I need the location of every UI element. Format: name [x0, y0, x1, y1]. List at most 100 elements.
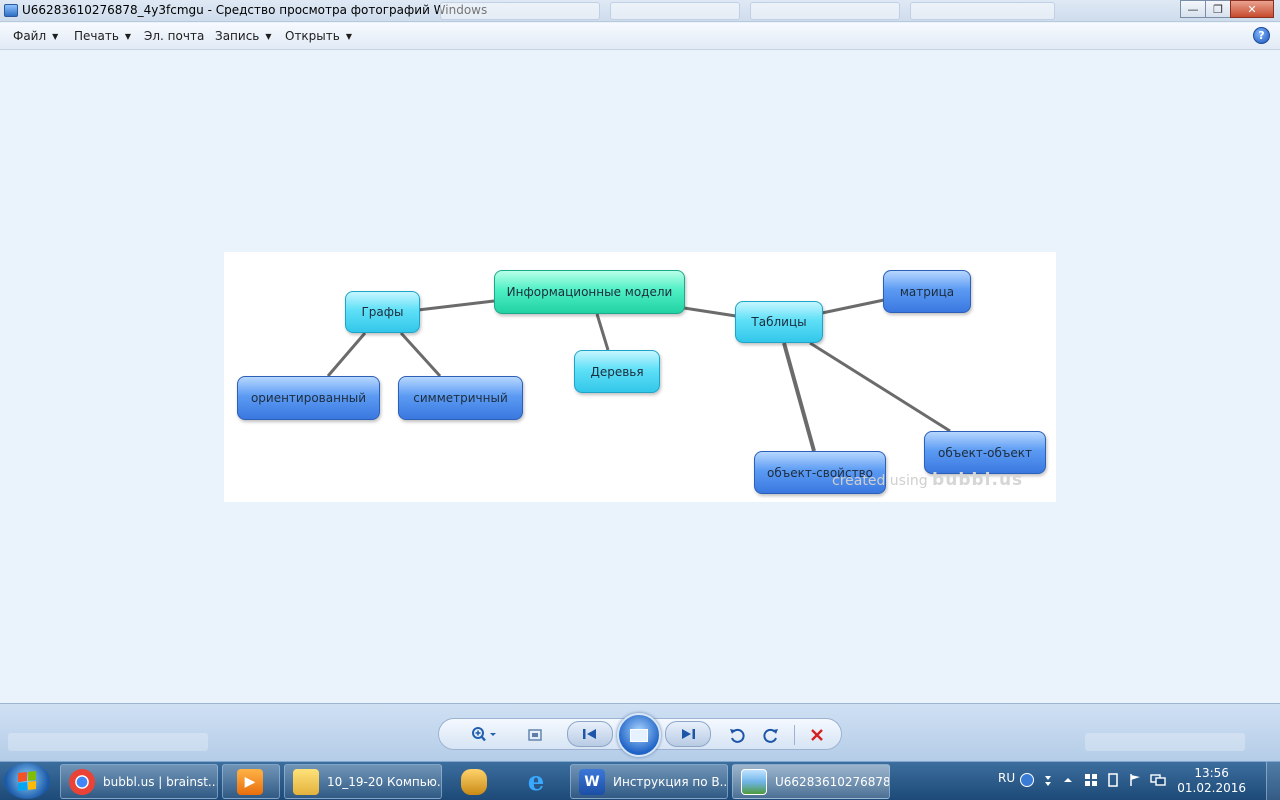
slideshow-icon: [630, 728, 648, 742]
edge-graphs-oriented: [326, 332, 367, 377]
diagram-node-label: объект-объект: [937, 445, 1032, 460]
rotate-left-button[interactable]: [725, 725, 749, 745]
taskbar-item-label: 10_19-20 Компью...: [327, 774, 442, 789]
system-tray: RU 13:56 01.02.2016: [990, 762, 1280, 800]
network-icon[interactable]: [1150, 773, 1166, 787]
language-indicator[interactable]: RU: [998, 771, 1016, 785]
rotate-right-button[interactable]: [759, 725, 783, 745]
delete-button[interactable]: [805, 725, 829, 745]
diagram-node-label: симметричный: [413, 391, 508, 405]
menu-open[interactable]: Открыть▼: [285, 29, 352, 43]
viewer-controls: [438, 713, 842, 757]
taskbar-item-label: bubbl.us | brainst...: [103, 774, 218, 789]
taskbar-item-folder[interactable]: 10_19-20 Компью...: [284, 764, 442, 799]
windows-logo-icon: [18, 771, 36, 791]
edge-graphs-symmetric: [399, 331, 442, 378]
internet-explorer-icon: e: [527, 766, 545, 797]
background-shadow: [1085, 733, 1245, 751]
chevron-down-icon: ▼: [124, 32, 132, 41]
menu-print[interactable]: Печать ▼: [74, 29, 131, 43]
edge-info-graphs: [417, 299, 495, 312]
menu-burn[interactable]: Запись ▼: [215, 29, 272, 43]
taskbar-item-internet-explorer[interactable]: e: [516, 765, 556, 798]
diagram-node-label: матрица: [899, 284, 955, 299]
menu-file-label: Файл: [13, 29, 47, 43]
slideshow-button[interactable]: [617, 713, 661, 757]
next-icon: [682, 729, 695, 739]
watermark-prefix: created using: [832, 473, 928, 489]
actual-size-button[interactable]: [523, 725, 547, 745]
clock-date: 01.02.2016: [1177, 781, 1246, 795]
folder-icon: [293, 768, 319, 795]
taskbar-item-label: Инструкция по В...: [613, 774, 728, 789]
taskbar-item-photo-viewer[interactable]: U66283610276878...: [732, 764, 890, 799]
minimize-button[interactable]: —: [1180, 0, 1206, 18]
diagram-node-object-property: объект-свойство: [754, 451, 886, 494]
edge-info-trees: [595, 313, 610, 351]
language-help-icon[interactable]: [1020, 773, 1034, 787]
diagram-node-info-models: Информационные модели: [494, 270, 685, 314]
chevron-down-icon: ▼: [52, 32, 59, 41]
background-window-tab: [910, 2, 1055, 20]
previous-button[interactable]: [567, 721, 613, 747]
rotate-counterclockwise-icon: [730, 728, 745, 743]
taskbar-item-word[interactable]: W Инструкция по В...: [570, 764, 728, 799]
maximize-button[interactable]: ❐: [1205, 0, 1231, 18]
diagram-node-label: объект-свойство: [767, 465, 873, 480]
projector-icon: [461, 768, 487, 795]
edge-tables-matrix: [821, 298, 885, 315]
bubbl-watermark: created using bubbl.us: [832, 470, 1023, 490]
device-icon[interactable]: [1106, 773, 1120, 787]
diagram-node-object-object: объект-объект: [924, 431, 1046, 474]
chrome-icon: [69, 768, 95, 795]
diagram-node-graphs: Графы: [345, 291, 420, 333]
diagram-node-symmetric: симметричный: [398, 376, 523, 420]
clock-time: 13:56: [1194, 766, 1229, 780]
next-button[interactable]: [665, 721, 711, 747]
taskbar-item-chrome[interactable]: bubbl.us | brainst...: [60, 764, 218, 799]
show-hidden-icons-icon[interactable]: [1062, 773, 1076, 787]
diagram-node-label: ориентированный: [250, 391, 367, 405]
media-player-icon: ▶: [237, 768, 263, 795]
photo-viewer-area: Информационные модели Графы Деревья Табл…: [0, 51, 1280, 703]
show-desktop-button[interactable]: [1266, 762, 1280, 800]
photo-viewer-app-icon: [4, 4, 18, 17]
menu-bar: Файл ▼ Печать ▼ Эл. почта Запись ▼ Открыть▼…: [0, 23, 1280, 50]
zoom-button[interactable]: [467, 725, 501, 745]
start-button[interactable]: [4, 763, 50, 799]
edge-tables-objprop: [782, 342, 816, 452]
menu-email-label: Эл. почта: [144, 29, 205, 43]
edge-info-tables: [683, 306, 737, 318]
displayed-image: Информационные модели Графы Деревья Табл…: [224, 252, 1056, 502]
diagram-node-label: Таблицы: [751, 315, 807, 329]
diagram-node-matrix: матрица: [883, 270, 971, 313]
action-center-flag-icon[interactable]: [1128, 773, 1142, 787]
menu-burn-label: Запись: [215, 29, 260, 43]
window-controls: — ❐ ✕: [1180, 0, 1274, 18]
window-title: U66283610276878_4y3fcmgu - Средство прос…: [22, 3, 488, 17]
windows-flag-tray-icon[interactable]: [1084, 773, 1098, 787]
close-button[interactable]: ✕: [1230, 0, 1274, 18]
diagram-node-label: Графы: [361, 305, 404, 319]
menu-print-label: Печать: [74, 29, 119, 43]
menu-file[interactable]: Файл ▼: [13, 29, 58, 43]
clock[interactable]: 13:56 01.02.2016: [1177, 766, 1246, 796]
word-icon: W: [579, 768, 605, 795]
edge-tables-objobj: [809, 341, 951, 433]
zoom-icon: [472, 727, 496, 742]
taskbar-item-projector[interactable]: [454, 765, 494, 798]
diagram-node-oriented: ориентированный: [237, 376, 380, 420]
diagram-node-label: Деревья: [590, 364, 644, 379]
previous-icon: [583, 729, 596, 739]
rotate-clockwise-icon: [763, 728, 778, 743]
input-options-icon[interactable]: [1042, 773, 1056, 787]
menu-open-label: Открыть: [285, 29, 340, 43]
diagram-node-tables: Таблицы: [735, 301, 823, 343]
help-icon[interactable]: ?: [1253, 27, 1270, 44]
menu-email[interactable]: Эл. почта: [144, 29, 204, 43]
background-window-tab: [610, 2, 740, 20]
taskbar-item-media-player[interactable]: ▶: [222, 764, 280, 799]
diagram-connectors: [326, 298, 951, 452]
chevron-down-icon: ▼: [265, 32, 272, 41]
title-bar: U66283610276878_4y3fcmgu - Средство прос…: [0, 0, 1280, 22]
